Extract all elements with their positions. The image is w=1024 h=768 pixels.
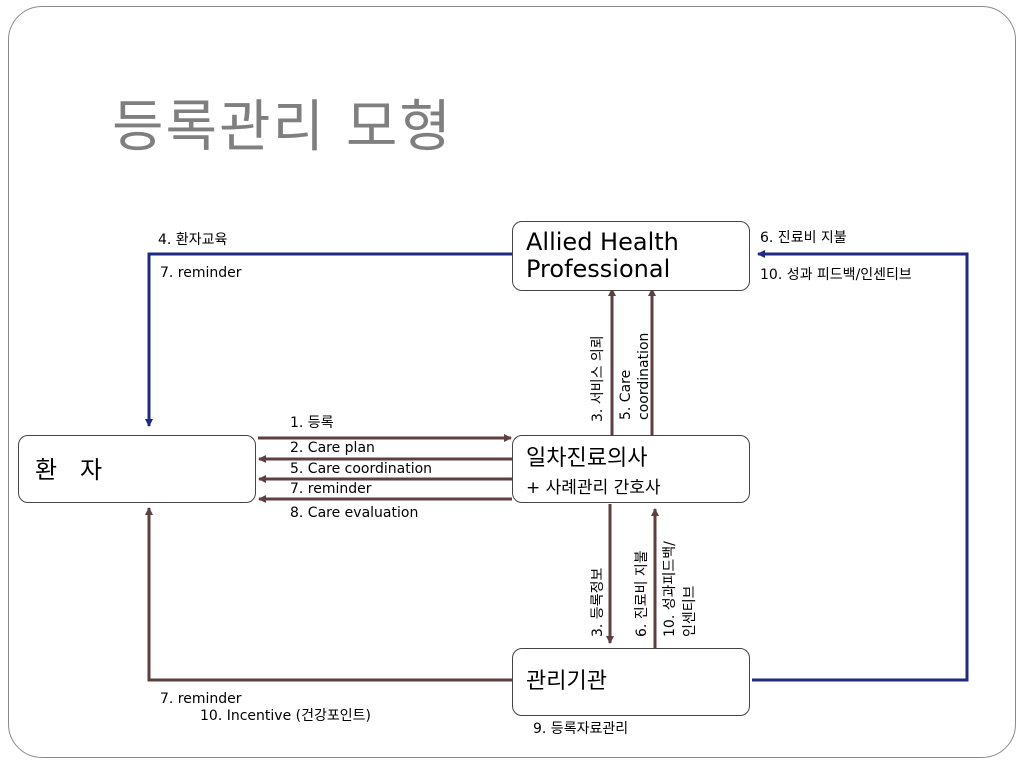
slide-frame bbox=[8, 6, 1016, 758]
feedback-v1-label: 10. 성과피드백/ bbox=[662, 541, 678, 637]
payment-arrow bbox=[752, 250, 969, 682]
care-coordination-label: 5. Care coordination bbox=[290, 461, 433, 477]
patient-label: 환 자 bbox=[35, 456, 103, 484]
data-management-label: 9. 등록자료관리 bbox=[533, 721, 629, 737]
page-title: 등록관리 모형 bbox=[112, 95, 453, 160]
care-evaluation-label: 8. Care evaluation bbox=[290, 505, 419, 521]
service-request-label: 3. 서비스 의뢰 bbox=[590, 335, 606, 422]
reminder-bottom-label: 7. reminder bbox=[160, 691, 242, 707]
care-plan-label: 2. Care plan bbox=[290, 440, 375, 456]
reminder-top-label: 7. reminder bbox=[160, 265, 242, 281]
incentive-label: 10. Incentive (건강포인트) bbox=[200, 708, 371, 724]
allied-line1: Allied Health bbox=[526, 228, 679, 256]
management-agency-node: 관리기관 bbox=[512, 648, 750, 716]
feedback-top-label: 10. 성과 피드백/인센티브 bbox=[760, 267, 912, 283]
agency-label: 관리기관 bbox=[526, 669, 607, 694]
reminder-mid-label: 7. reminder bbox=[290, 481, 372, 497]
edu-arrow bbox=[145, 252, 512, 427]
incentive-arrow bbox=[145, 507, 512, 682]
registration-info-label: 3. 등록정보 bbox=[590, 567, 606, 637]
primary-line1: 일차진료의사 bbox=[526, 446, 648, 471]
care-coord-v2-label: coordination bbox=[636, 332, 652, 420]
patient-node: 환 자 bbox=[18, 435, 256, 503]
payment-vertical-label: 6. 진료비 지불 bbox=[634, 550, 650, 637]
allied-line2: Professional bbox=[526, 255, 671, 283]
primary-care-node: 일차진료의사 + 사례관리 간호사 bbox=[512, 435, 750, 503]
payment-top-label: 6. 진료비 지불 bbox=[760, 230, 847, 246]
edu-label: 4. 환자교육 bbox=[158, 232, 228, 248]
registration-label: 1. 등록 bbox=[290, 415, 334, 431]
feedback-v2-label: 인센티브 bbox=[682, 585, 698, 637]
allied-health-node: Allied Health Professional bbox=[512, 221, 750, 291]
primary-line2: + 사례관리 간호사 bbox=[526, 478, 661, 498]
care-coord-v1-label: 5. Care bbox=[618, 369, 634, 420]
